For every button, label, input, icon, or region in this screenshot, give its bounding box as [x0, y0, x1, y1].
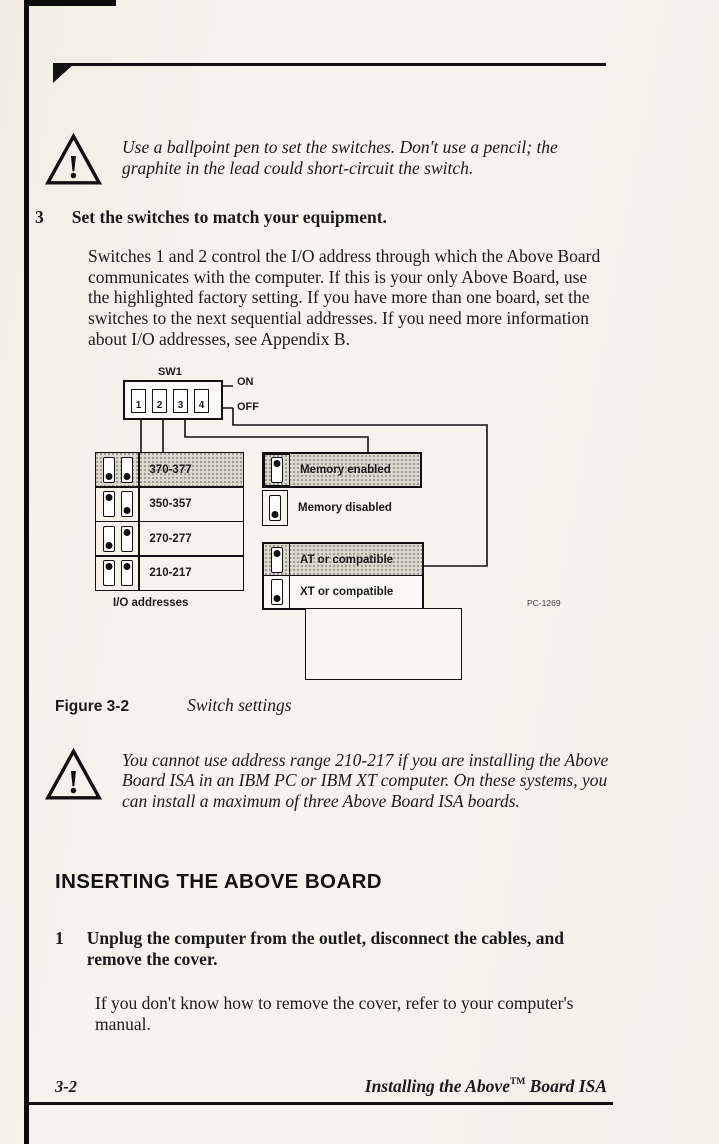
io-address-row: 270-277: [95, 520, 245, 557]
switch-slider-icon: [102, 560, 115, 587]
dip-switch-number: 3: [177, 400, 184, 411]
step-title: Unplug the computer from the outlet, dis…: [86, 928, 564, 970]
dip-switch-number: 2: [156, 400, 163, 411]
page-number: 3-2: [55, 1077, 77, 1096]
switch-icon-cell: [264, 454, 290, 486]
at-compatible-row: AT or compatible: [264, 544, 422, 576]
dip-switch-1[interactable]: 1: [131, 389, 146, 413]
io-address-row: 370-377: [95, 452, 245, 488]
warning-note-address-range: ! You cannot use address range 210-217 i…: [45, 748, 617, 811]
section-heading: INSERTING THE ABOVE BOARD: [55, 870, 383, 893]
switch-slider-icon: [102, 491, 115, 518]
warning-triangle-icon: !: [45, 133, 102, 186]
step-number: 1: [55, 928, 64, 948]
trademark-symbol: TM: [509, 1077, 526, 1088]
dip-switch-number: 1: [135, 400, 142, 411]
memory-enabled-row: Memory enabled: [262, 452, 422, 488]
dip-switch-block: 1 2 3 4: [123, 380, 223, 420]
exclamation-mark: !: [68, 149, 79, 186]
step-3: 3 Set the switches to match your equipme…: [35, 207, 592, 228]
dip-switch-2[interactable]: 2: [152, 389, 167, 413]
memory-disabled-row: Memory disabled: [262, 490, 422, 526]
switch-slider-icon: [120, 525, 133, 552]
switch-icon-cell: [262, 490, 288, 526]
warning-text: You cannot use address range 210-217 if …: [122, 750, 609, 811]
io-address-row: 210-217: [95, 555, 245, 592]
switch-icon-cell: [264, 544, 290, 575]
io-address-group: 370-377 350-357 270-277: [95, 452, 245, 610]
dip-switch-pair-icon: [95, 520, 140, 557]
exclamation-mark: !: [68, 764, 79, 801]
scan-top-edge-artifact: [24, 0, 116, 6]
figure-switch-settings: SW1 1 2 3 4 ON OFF 370-377 350-357: [0, 366, 719, 680]
memory-option-label: Memory enabled: [300, 464, 391, 476]
off-label: OFF: [237, 401, 259, 413]
step-1-body: If you don't know how to remove the cove…: [95, 993, 574, 1034]
step-title: Set the switches to match your equipment…: [71, 207, 387, 227]
figure-part-number: PC-1269: [527, 598, 561, 608]
top-divider-rule: [57, 63, 606, 66]
switch-slider-icon: [270, 579, 283, 605]
figure-caption-label: Figure 3-2: [55, 698, 130, 715]
switch-slider-icon: [102, 457, 115, 483]
figure-caption-text: Switch settings: [187, 695, 292, 715]
running-footer-title: Installing the AboveTM Board ISA: [365, 1076, 607, 1097]
switch-icon-cell: [264, 576, 290, 608]
io-address-label: 270-277: [138, 520, 245, 557]
divider-triangle-marker: [53, 63, 75, 83]
connector-lines: [140, 385, 488, 567]
step-1: 1 Unplug the computer from the outlet, d…: [55, 928, 605, 971]
io-addresses-caption: I/O addresses: [113, 597, 189, 610]
compatibility-group: AT or compatible XT or compatible: [262, 542, 424, 610]
switch-slider-icon: [271, 457, 283, 483]
footer-rule: [28, 1102, 613, 1105]
memory-option-group: Memory enabled Memory disabled: [262, 452, 422, 526]
switch-slider-icon: [269, 495, 281, 521]
warning-note-pen: ! Use a ballpoint pen to set the switche…: [45, 133, 610, 187]
dip-switch-pair-icon: [95, 452, 140, 488]
footer-title-text: Board ISA: [525, 1076, 607, 1096]
switch-slider-icon: [102, 525, 115, 552]
footer-title-text: Installing the Above: [364, 1076, 510, 1096]
compat-option-label: XT or compatible: [300, 586, 394, 598]
dip-switch-pair-icon: [95, 486, 140, 523]
dip-switch-pair-icon: [95, 555, 140, 592]
io-address-label: 370-377: [138, 452, 245, 488]
blank-callout-box: [305, 608, 462, 680]
switch-slider-icon: [120, 560, 133, 587]
step-3-body: Switches 1 and 2 control the I/O address…: [88, 246, 601, 349]
io-address-label: 350-357: [138, 486, 245, 523]
io-address-label: 210-217: [138, 555, 245, 592]
scan-edge-artifact: [24, 0, 29, 1144]
dip-switch-4[interactable]: 4: [194, 389, 209, 413]
warning-triangle-icon: !: [45, 748, 102, 801]
sw1-label: SW1: [158, 366, 182, 378]
dip-switch-3[interactable]: 3: [173, 389, 188, 413]
switch-slider-icon: [270, 546, 283, 573]
warning-text: Use a ballpoint pen to set the switches.…: [122, 137, 558, 179]
io-address-row: 350-357: [95, 486, 245, 523]
step-number: 3: [35, 207, 44, 227]
compat-option-label: AT or compatible: [300, 553, 394, 566]
figure-caption: Figure 3-2 Switch settings: [55, 695, 292, 716]
dip-switch-number: 4: [198, 400, 205, 411]
xt-compatible-row: XT or compatible: [264, 576, 422, 608]
switch-slider-icon: [120, 491, 133, 518]
memory-option-label: Memory disabled: [298, 502, 392, 514]
on-label: ON: [237, 376, 254, 388]
switch-slider-icon: [120, 457, 133, 483]
